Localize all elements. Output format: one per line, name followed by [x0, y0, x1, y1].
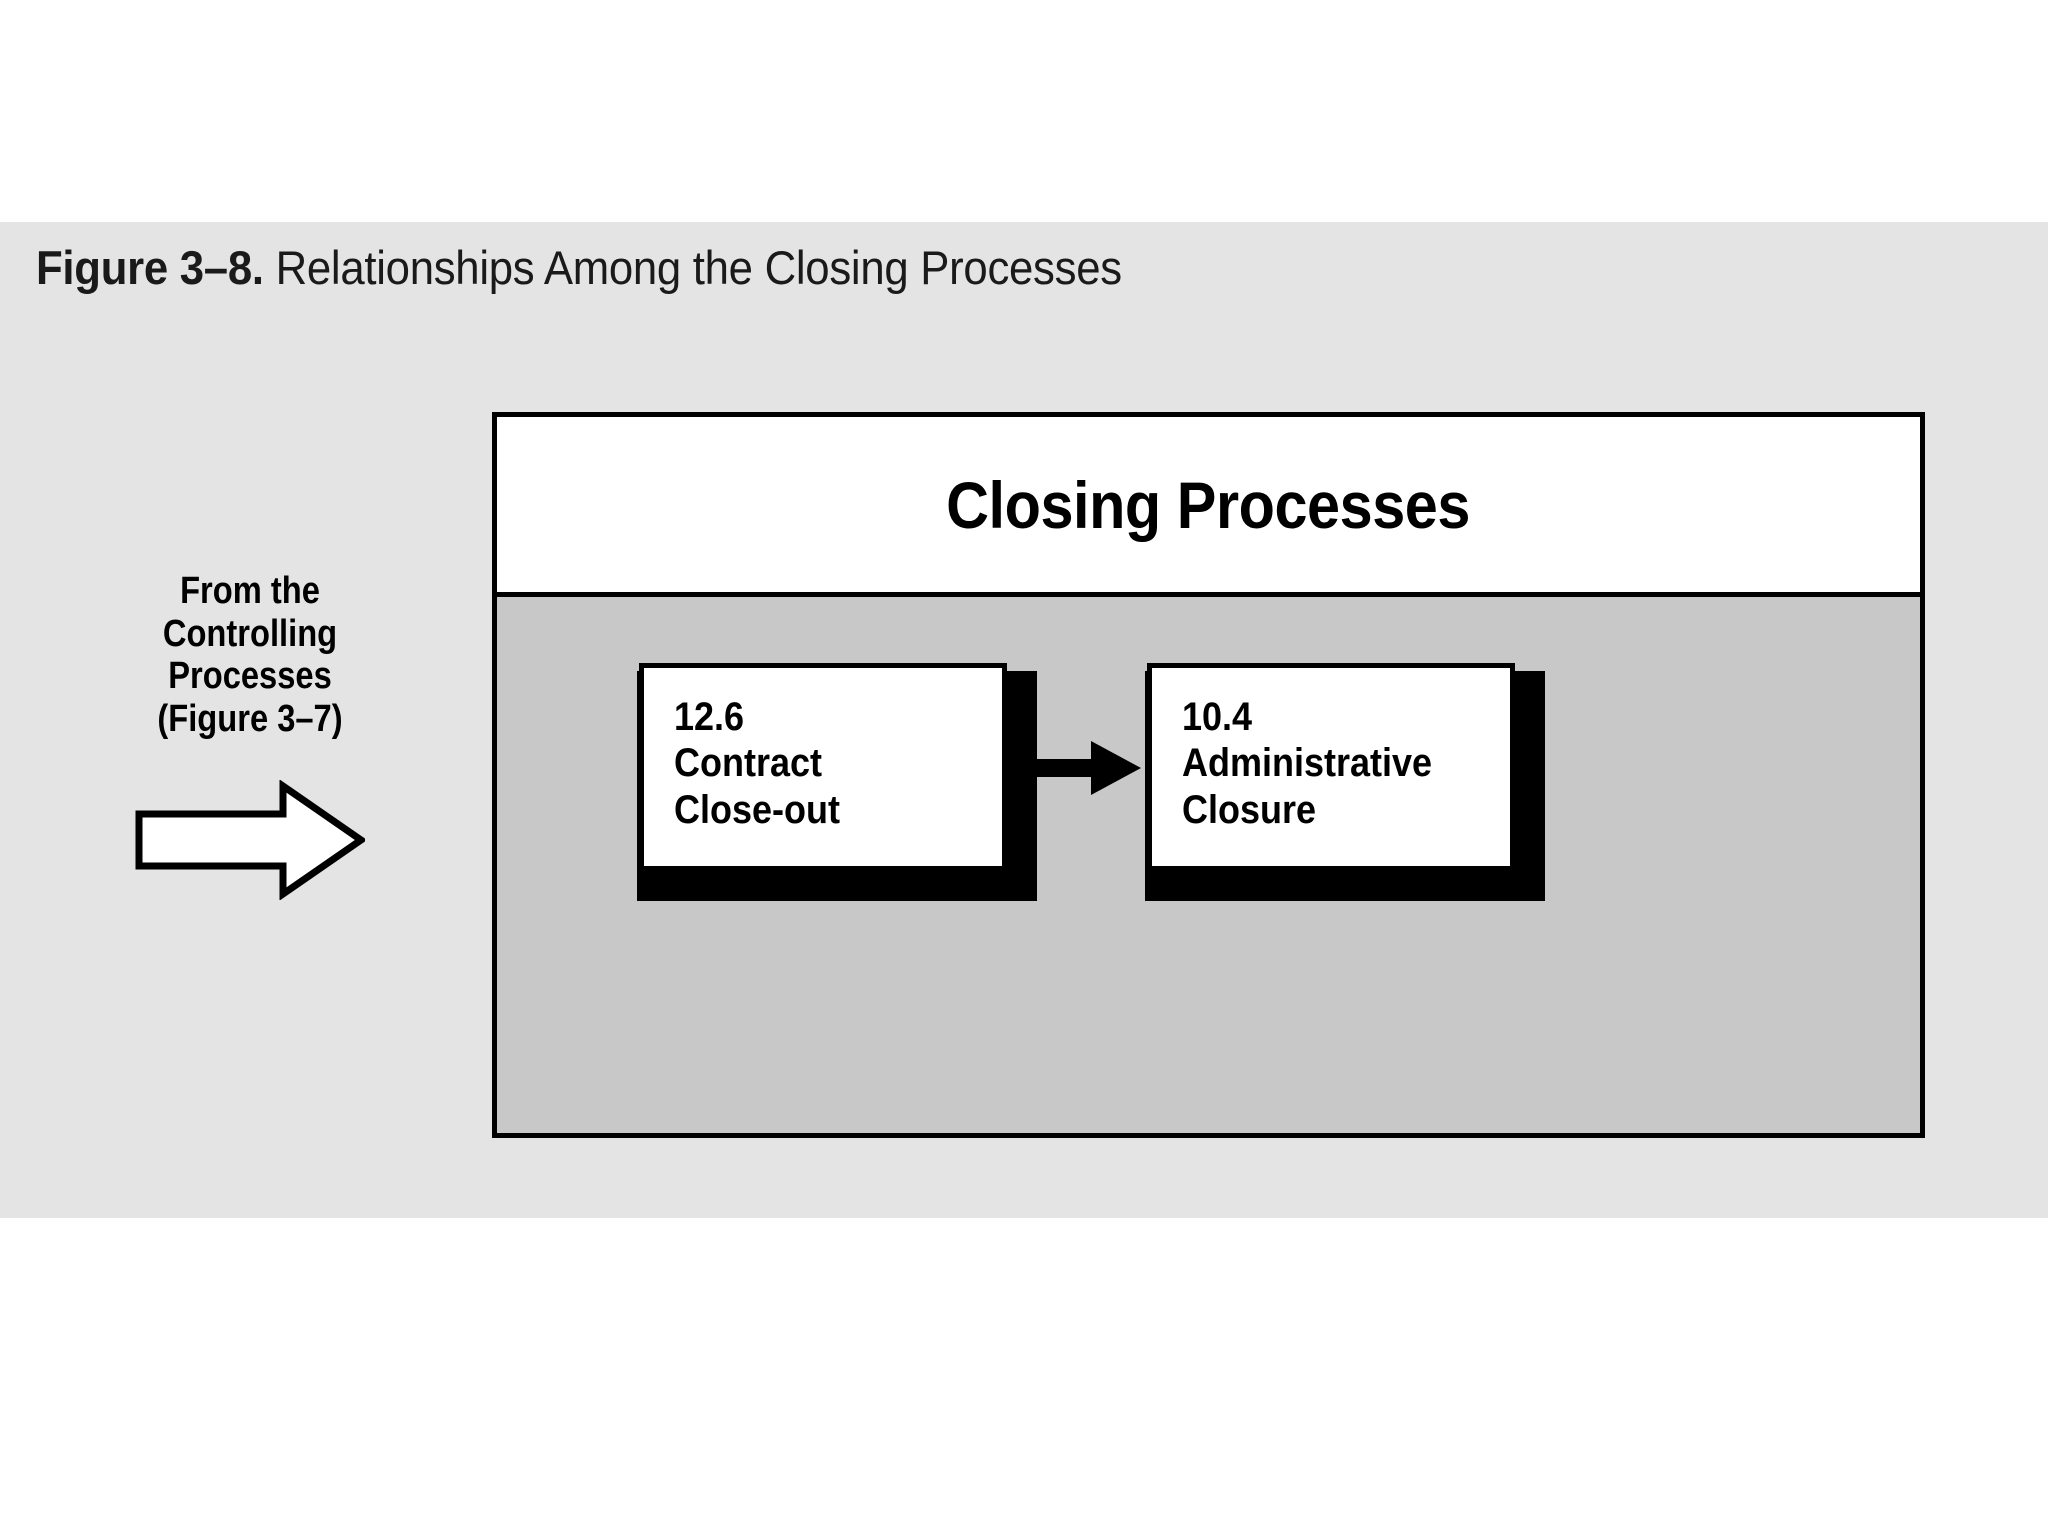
process-box-contract-close-out-label: 12.6 Contract Close-out	[674, 695, 840, 832]
figure-caption-number: Figure 3–8.	[36, 241, 264, 294]
closing-processes-body: 12.6 Contract Close-out 10.4 Administrat…	[497, 597, 1920, 1138]
process-box-administrative-closure-label: 10.4 Administrative Closure	[1182, 695, 1433, 832]
closing-processes-panel: Closing Processes 12.6 Contract Close-ou…	[492, 412, 1925, 1138]
inbound-arrow-container	[100, 780, 400, 901]
figure-caption: Figure 3–8. Relationships Among the Clos…	[36, 242, 1122, 294]
from-controlling-processes-annotation: From the Controlling Processes (Figure 3…	[100, 570, 400, 901]
from-controlling-processes-label: From the Controlling Processes (Figure 3…	[157, 570, 343, 740]
closing-processes-title: Closing Processes	[946, 467, 1471, 542]
figure-caption-text: Relationships Among the Closing Processe…	[263, 241, 1123, 294]
figure-background-band: Figure 3–8. Relationships Among the Clos…	[0, 222, 2048, 1218]
connector-arrow-contract-to-administrative	[1005, 741, 1141, 795]
process-box-administrative-closure[interactable]: 10.4 Administrative Closure	[1147, 663, 1515, 871]
block-arrow-right-hollow-icon	[135, 780, 365, 901]
process-box-contract-close-out[interactable]: 12.6 Contract Close-out	[639, 663, 1007, 871]
closing-processes-header: Closing Processes	[497, 417, 1920, 597]
